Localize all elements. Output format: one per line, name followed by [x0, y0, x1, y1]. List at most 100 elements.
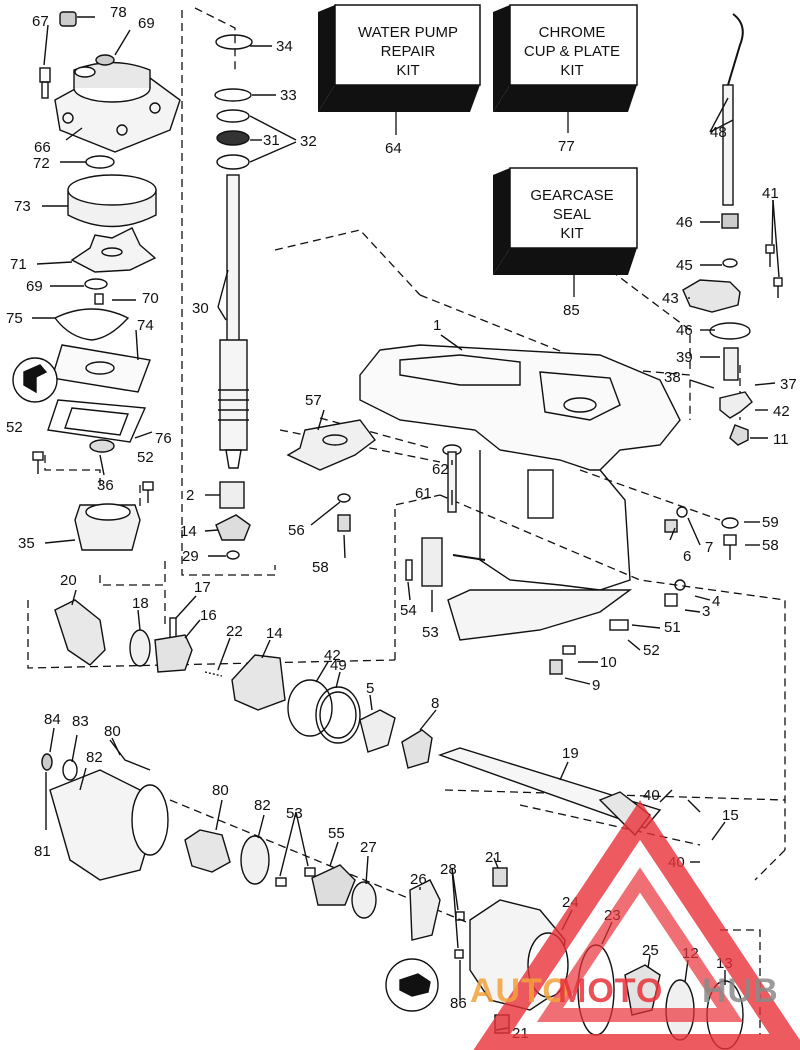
callout-45: 45: [676, 257, 693, 274]
shift-rod-clip-icon: [23, 364, 48, 394]
callout-67: 69: [138, 15, 155, 32]
callout-20: 20: [60, 572, 77, 589]
automotohub-watermark: AUTO MOTO HUB: [470, 800, 800, 1050]
callout-73: 74: [137, 317, 154, 334]
callout-57: 56: [288, 522, 305, 539]
callout-54: 53: [286, 805, 303, 822]
callout-62: 61: [415, 485, 432, 502]
kit-line: KIT: [560, 225, 583, 242]
callout-38: 38: [664, 369, 681, 386]
callout-14: 14: [180, 523, 197, 540]
callout-78: 80: [104, 723, 121, 740]
callout-70: 71: [10, 256, 27, 273]
callout-83: 83: [72, 713, 89, 730]
callout-59: 58: [312, 559, 329, 576]
callout-64: 64: [385, 140, 402, 157]
water-pump-housing-icon: [39, 11, 181, 153]
callout-3: 3: [702, 603, 710, 620]
callout-47: 46: [676, 322, 693, 339]
callout-25: 25: [642, 942, 659, 959]
callout-86: 86: [450, 995, 467, 1012]
callout-34: 34: [276, 38, 293, 55]
callout-7: 7: [705, 539, 713, 556]
callout-26: 26: [410, 871, 427, 888]
callout-68: 69: [26, 278, 43, 295]
callout-42: 42: [773, 403, 790, 420]
callout-22: 22: [226, 623, 243, 640]
watermark-auto: AUTO: [470, 972, 570, 1010]
callout-77: 77: [558, 138, 575, 155]
callout-65: 66: [34, 139, 51, 156]
callout-69: 70: [142, 290, 159, 307]
kit-line: SEAL: [553, 206, 591, 223]
callout-48: 48: [710, 124, 727, 141]
kit-line: GEARCASE: [530, 187, 613, 204]
callout-labels: 67 78 69 66 72 73 71 69 70 75 74 76 52 5…: [6, 4, 797, 1042]
callout-72: 73: [14, 198, 31, 215]
callout-2: 2: [186, 487, 194, 504]
callout-51: 52: [643, 642, 660, 659]
kit-line: CHROME: [539, 24, 606, 41]
callout-14b: 14: [266, 625, 283, 642]
callout-27: 27: [360, 839, 377, 856]
callout-81: 81: [34, 843, 51, 860]
callout-71: 72: [33, 155, 50, 172]
callout-21: 21: [485, 849, 502, 866]
kit-line: CUP & PLATE: [524, 43, 620, 60]
watermark-moto: MOTO: [558, 972, 663, 1010]
callout-11: 11: [773, 431, 789, 448]
callout-80: 82: [86, 749, 103, 766]
callout-43: 42: [324, 647, 341, 664]
callout-53: 53: [422, 624, 439, 641]
callout-37: 37: [780, 376, 797, 393]
impeller-key-icon: [399, 973, 431, 997]
callout-30: 30: [192, 300, 209, 317]
callout-79: 80: [212, 782, 229, 799]
kit-line: KIT: [560, 62, 583, 79]
callout-16: 16: [200, 607, 217, 624]
callout-74: 75: [6, 310, 23, 327]
parts-drawing: [12, 11, 783, 1050]
callout-9: 9: [592, 677, 600, 694]
callout-10: 10: [600, 654, 617, 671]
callout-35: 35: [18, 535, 35, 552]
callout-5: 5: [366, 680, 374, 697]
callout-82: 82: [254, 797, 271, 814]
callout-58: 57: [305, 392, 322, 409]
callout-75: 76: [155, 430, 172, 447]
gearcase-seal-kit: GEARCASE SEAL KIT 85: [493, 167, 638, 319]
kit-line: KIT: [396, 62, 419, 79]
callout-55: 54: [400, 602, 417, 619]
callout-18: 18: [132, 595, 149, 612]
callout-41: 41: [762, 185, 779, 202]
kit-line: WATER PUMP: [358, 24, 458, 41]
chrome-cup-plate-kit: CHROME CUP & PLATE KIT 77: [493, 4, 638, 155]
callout-49: 49: [330, 657, 347, 674]
watermark-hub: HUB: [702, 972, 779, 1010]
callout-52b: 52: [137, 449, 154, 466]
callout-60: 58: [762, 537, 779, 554]
callout-52: 52: [6, 419, 23, 436]
callout-76: 78: [110, 4, 127, 21]
kit-line: REPAIR: [381, 43, 436, 60]
callout-44: 43: [662, 290, 679, 307]
callout-36: 36: [97, 477, 114, 494]
callout-17: 17: [194, 579, 211, 596]
callout-46: 46: [676, 214, 693, 231]
callout-32: 32: [300, 133, 317, 150]
callout-8: 8: [431, 695, 439, 712]
callout-4: 4: [712, 593, 720, 610]
callout-31: 31: [263, 132, 280, 149]
callout-50: 51: [664, 619, 681, 636]
water-pump-repair-kit: WATER PUMP REPAIR KIT 64: [318, 4, 481, 157]
callout-33: 33: [280, 87, 297, 104]
callout-63: 62: [432, 461, 449, 478]
callout-39: 39: [676, 349, 693, 366]
callout-15: 15: [722, 807, 739, 824]
callout-84: 84: [44, 711, 61, 728]
callout-6: 6: [683, 548, 691, 565]
callout-28: 28: [440, 861, 457, 878]
callout-1: 1: [433, 317, 441, 334]
callout-66: 67: [32, 13, 49, 30]
